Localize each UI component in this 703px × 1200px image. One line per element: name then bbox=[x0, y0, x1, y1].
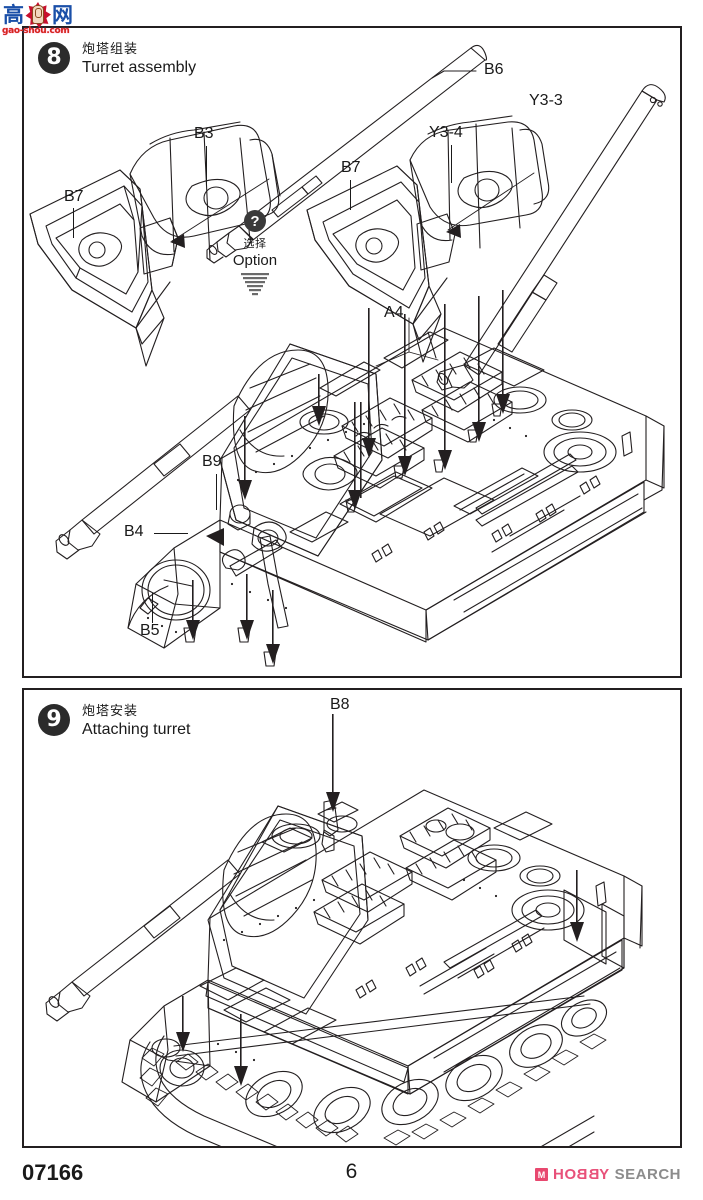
leader-b3 bbox=[206, 146, 207, 186]
striped-down-arrow-icon bbox=[241, 273, 269, 296]
step-8-title-cn: 炮塔组装 bbox=[82, 42, 139, 57]
leader-b5 bbox=[152, 593, 153, 623]
hobby-search-logo: M HOBBY SEARCH bbox=[534, 1166, 681, 1183]
part-label-b6: B6 bbox=[484, 61, 504, 78]
step-9-number-badge: 9 bbox=[38, 704, 70, 736]
step-9-titles: 炮塔安装 Attaching turret bbox=[82, 704, 191, 739]
step-9-completed-vehicle-drawing bbox=[45, 714, 643, 1146]
page-number: 6 bbox=[345, 1160, 358, 1183]
part-label-y3-3: Y3-3 bbox=[529, 92, 563, 109]
step-9-header: 9 炮塔安装 Attaching turret bbox=[38, 704, 191, 739]
step-8-number-badge: 8 bbox=[38, 42, 70, 74]
part-label-a4: A4 bbox=[384, 304, 404, 321]
watermark-char-left: 高 bbox=[3, 3, 24, 27]
option-label-en: Option bbox=[232, 252, 278, 269]
step-9-title-cn: 炮塔安装 bbox=[82, 704, 139, 719]
option-label-cn: 选择 bbox=[243, 237, 267, 250]
step-8-titles: 炮塔组装 Turret assembly bbox=[82, 42, 196, 77]
page-footer: 07166 6 M HOBBY SEARCH bbox=[0, 1152, 703, 1200]
step-9-panel: 9 炮塔安装 Attaching turret bbox=[22, 688, 682, 1148]
thumbs-up-seal-icon bbox=[25, 2, 51, 28]
part-label-b7-left: B7 bbox=[64, 188, 84, 205]
seal-thumb-shape bbox=[32, 5, 44, 24]
hobby-search-brand-secondary: SEARCH bbox=[614, 1166, 681, 1183]
leader-b7-left bbox=[73, 208, 74, 238]
watermark-logo: 高 网 gao-shou.com bbox=[2, 2, 78, 42]
part-label-b4: B4 bbox=[124, 523, 144, 540]
watermark-url: gao-shou.com bbox=[2, 26, 70, 36]
part-label-b8: B8 bbox=[330, 696, 350, 713]
question-mark-icon: ? bbox=[244, 210, 266, 232]
part-label-b3: B3 bbox=[194, 125, 214, 142]
hobby-search-brand-primary: HOBBY bbox=[552, 1166, 610, 1183]
step-9-title-en: Attaching turret bbox=[82, 721, 191, 738]
step-8-assembly-drawing bbox=[29, 44, 666, 667]
leader-y3-4 bbox=[451, 145, 452, 183]
hobby-search-mark-icon: M bbox=[534, 1168, 548, 1181]
step-8-title-en: Turret assembly bbox=[82, 59, 197, 76]
part-label-b9: B9 bbox=[202, 453, 222, 470]
leader-b7-right bbox=[350, 180, 351, 210]
watermark-char-right: 网 bbox=[52, 3, 73, 27]
step-8-header: 8 炮塔组装 Turret assembly bbox=[38, 42, 196, 77]
kit-number: 07166 bbox=[22, 1160, 84, 1185]
part-label-b5: B5 bbox=[140, 622, 160, 639]
part-label-b7-right: B7 bbox=[341, 159, 361, 176]
leader-b9 bbox=[216, 474, 217, 510]
part-label-y3-4: Y3-4 bbox=[429, 124, 463, 141]
option-marker: ? 选择 Option bbox=[220, 210, 290, 302]
leader-b4 bbox=[154, 533, 188, 534]
step-8-panel: 8 炮塔组装 Turret assembly bbox=[22, 26, 682, 678]
watermark-characters: 高 网 bbox=[2, 2, 78, 28]
